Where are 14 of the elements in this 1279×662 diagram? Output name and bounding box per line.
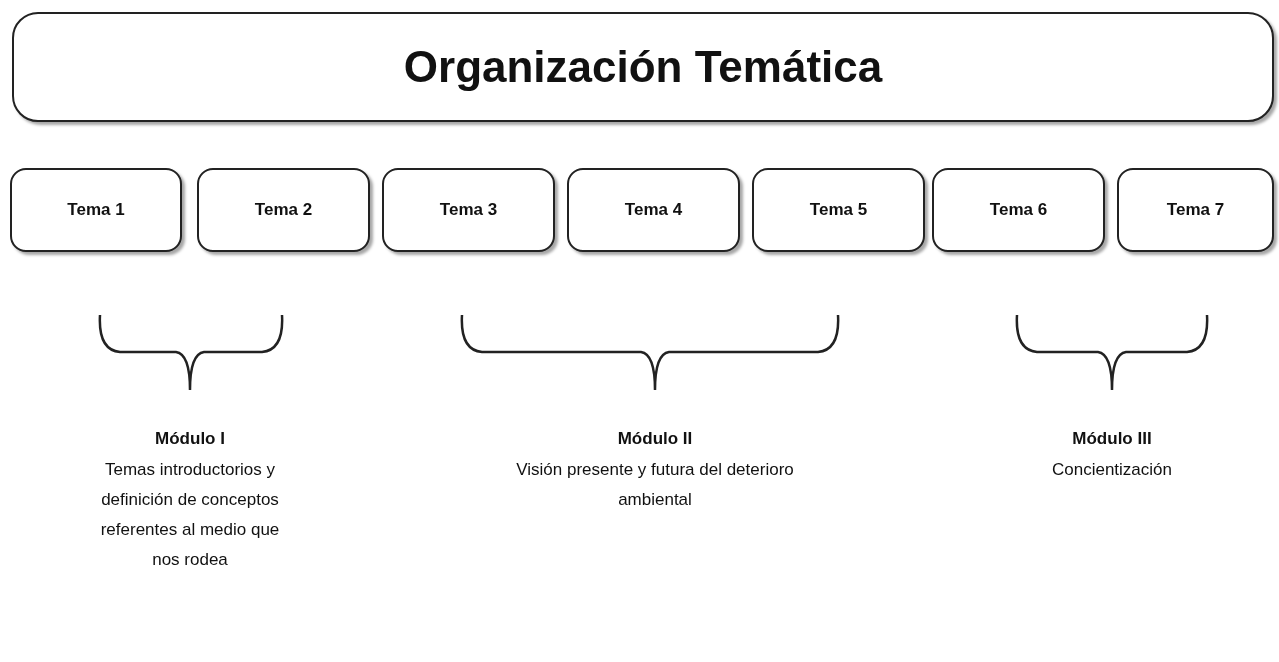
title-box: Organización Temática [12,12,1274,122]
module-description: Concientización [1051,459,1173,481]
module-heading: Módulo II [616,428,694,450]
module-heading: Módulo III [1071,428,1153,450]
topic-box: Tema 6 [932,168,1105,252]
topic-box: Tema 5 [752,168,925,252]
topic-box: Tema 4 [567,168,740,252]
module-description: Temas introductorios y definición de conceptos referentes al medio que nos rodea [99,459,281,571]
topic-box: Tema 7 [1117,168,1274,252]
topic-box: Tema 3 [382,168,555,252]
topic-box: Tema 1 [10,168,182,252]
module-heading: Módulo I [154,428,226,450]
module-description: Visión presente y futura del deterioro ambiental [515,459,795,511]
topic-box: Tema 2 [197,168,370,252]
